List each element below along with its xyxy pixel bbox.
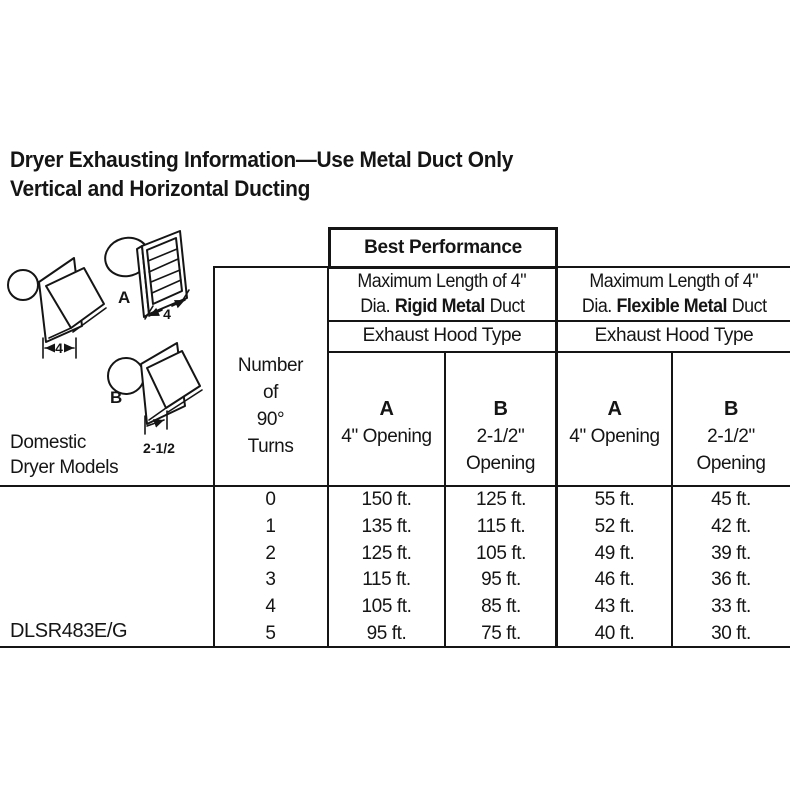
rigid-b-opening-size: 2-1/2" [476,426,525,447]
dryer-models-caption-line-1: Domestic [10,432,86,453]
flexible-duct-header: Maximum Length of 4" Dia. Flexible Metal… [559,268,789,320]
flexible-a-opening: 4" Opening [569,426,660,447]
rigid-duct-header-bold: Rigid Metal [394,296,485,317]
turns-cell: 4 [265,595,276,617]
turns-cell: 2 [265,542,276,564]
rigid-duct-header-prefix: Dia. [359,296,390,317]
turns-column-header: Number of 90° Turns [214,352,327,460]
length-cell: 125 ft. [361,542,412,564]
flexible-a-letter: A [607,398,622,420]
length-cell: 105 ft. [475,542,527,564]
length-cell: 150 ft. [361,489,412,511]
table-group-divider-line [555,266,558,648]
length-cell: 95 ft. [481,569,521,591]
duct-length-table: 0 150 ft. 125 ft. 55 ft. 45 ft. 1 135 ft… [213,487,790,647]
length-cell: 95 ft. [366,622,407,644]
length-cell: 125 ft. [475,489,527,511]
turns-cell: 3 [265,569,276,591]
length-cell: 42 ft. [711,515,751,537]
turns-header-line-4: Turns [247,436,294,457]
rigid-a-column-header: A 4" Opening [329,396,444,450]
flexible-a-column-header: A 4" Opening [558,396,671,450]
dryer-models-caption-line-2: Dryer Models [10,457,119,478]
hood-dimension-label: 4 [55,340,63,356]
exhaust-hood-type-header-rigid: Exhaust Hood Type [362,324,522,346]
table-border-line [671,351,673,648]
table-border-line [327,266,329,648]
length-cell: 55 ft. [594,489,635,511]
length-cell: 30 ft. [711,622,751,644]
flexible-duct-header-prefix: Dia. [581,296,612,317]
table-border-line [444,351,446,648]
flexible-duct-header-line-2: Dia. Flexible Metal Duct [582,294,767,319]
length-cell: 40 ft. [594,622,635,644]
turns-header-line-2: of [262,382,279,403]
vent-b-label: B [110,388,122,407]
rigid-b-opening-word: Opening [465,453,536,474]
length-cell: 49 ft. [594,542,635,564]
rigid-duct-header-suffix: Duct [489,296,525,317]
rigid-a-letter: A [379,398,394,420]
page-title-line-2: Vertical and Horizontal Ducting [10,176,311,201]
flexible-duct-header-suffix: Duct [731,296,767,317]
rigid-duct-header-line-1: Maximum Length of 4" [357,271,527,292]
flexible-duct-header-bold: Flexible Metal [616,296,727,317]
table-border-line [0,485,790,487]
rigid-duct-header: Maximum Length of 4" Dia. Rigid Metal Du… [330,268,554,320]
vent-a-label: A [118,288,130,307]
rigid-b-column-header: B 2-1/2" Opening [446,396,555,477]
length-cell: 115 ft. [476,515,526,537]
turns-header-line-3: 90° [256,409,285,430]
length-cell: 105 ft. [361,595,412,617]
length-cell: 52 ft. [594,515,635,537]
length-cell: 36 ft. [711,569,751,591]
length-cell: 33 ft. [711,595,751,617]
turns-cell: 0 [265,489,276,511]
rigid-b-letter: B [493,398,508,420]
vent-a-dimension-label: 4 [163,306,171,322]
rigid-duct-header-line-2: Dia. Rigid Metal Duct [359,294,525,319]
length-cell: 45 ft. [711,489,751,511]
rigid-a-opening: 4" Opening [341,426,432,447]
vent-a-louver-illustration: A 4 [104,230,190,322]
vent-b-dimension-label: 2-1/2 [143,440,175,456]
flexible-b-letter: B [723,398,739,420]
flexible-b-column-header: B 2-1/2" Opening [673,396,789,477]
length-cell: 46 ft. [594,569,635,591]
flexible-b-opening-size: 2-1/2" [707,426,755,447]
flexible-duct-header-line-1: Maximum Length of 4" [589,271,759,292]
table-border-line [0,646,790,648]
length-cell: 75 ft. [481,622,521,644]
best-performance-header: Best Performance [328,227,558,269]
length-cell: 115 ft. [362,569,411,591]
dryer-models-caption: Domestic Dryer Models [10,430,119,480]
page-title: Dryer Exhausting Information—Use Metal D… [10,145,540,203]
turns-cell: 1 [265,515,276,537]
turns-cell: 5 [265,622,276,644]
length-cell: 135 ft. [361,515,412,537]
length-cell: 85 ft. [481,595,521,617]
vent-hood-illustration: 4 [7,257,107,359]
table-border-line [213,266,215,648]
turns-header-line-1: Number [237,355,304,376]
length-cell: 43 ft. [594,595,635,617]
table-border-line [328,351,790,353]
length-cell: 39 ft. [711,542,751,564]
model-number: DLSR483E/G [10,620,128,642]
flexible-b-opening-word: Opening [696,453,766,474]
vent-b-hood-illustration: B 2-1/2 [107,342,203,456]
page-title-line-1: Dryer Exhausting Information—Use Metal D… [10,147,514,172]
table-border-line [328,320,790,322]
exhaust-hood-type-header-flexible: Exhaust Hood Type [594,324,754,346]
